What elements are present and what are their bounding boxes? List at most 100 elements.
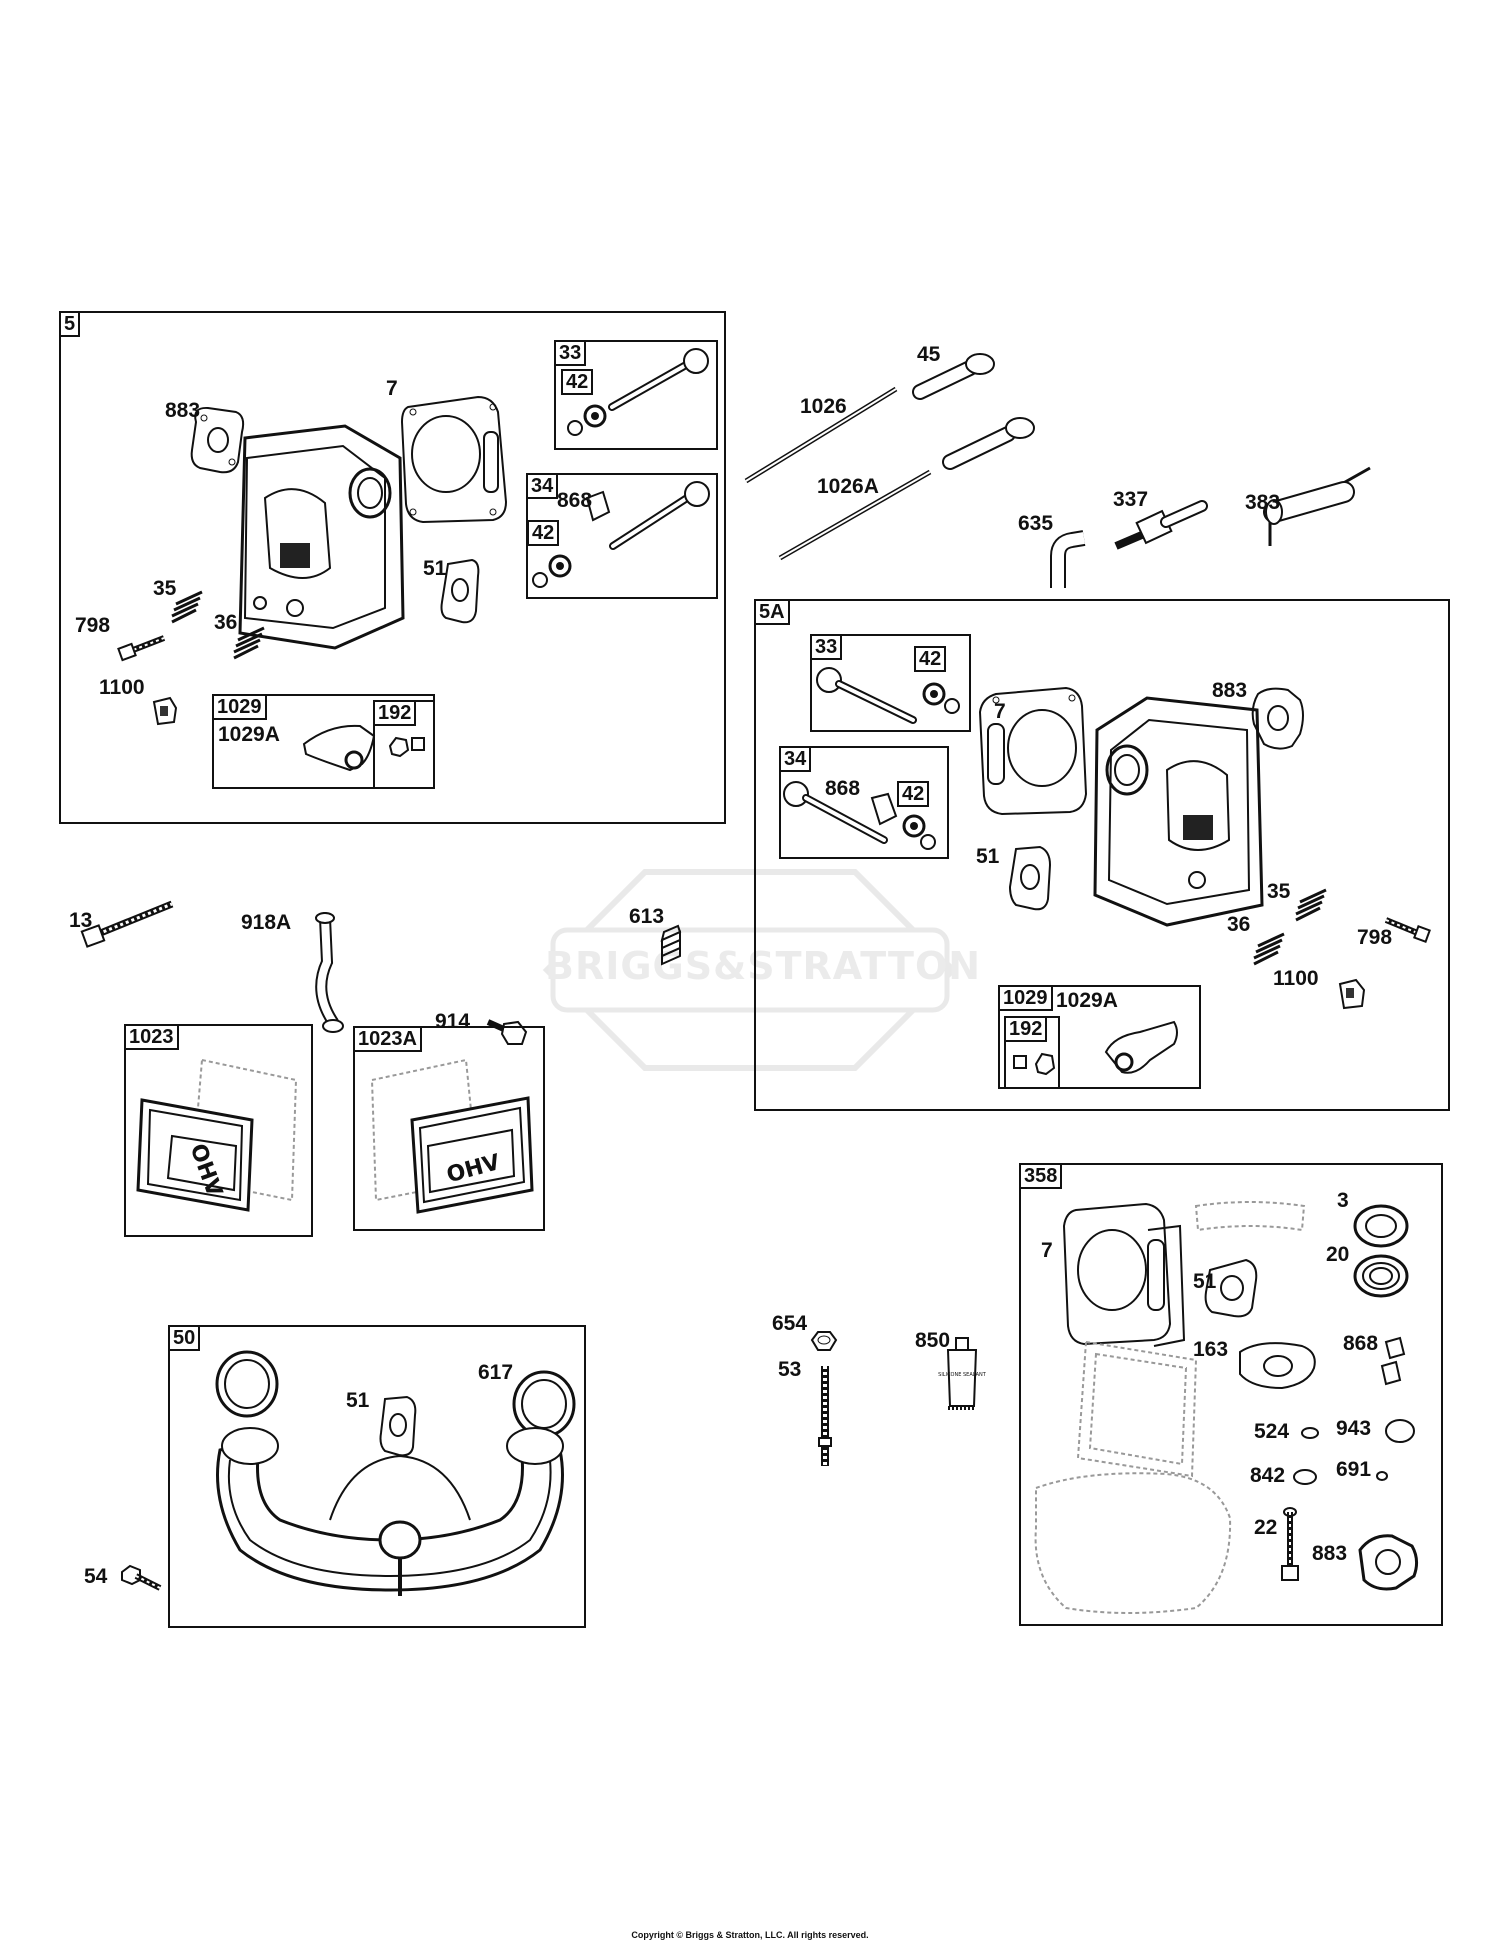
callout-7: 7 <box>994 700 1006 723</box>
group-42-box: 42 <box>561 369 595 398</box>
cylinder-head-icon <box>1087 690 1277 935</box>
valve-cover-icon: OHV <box>362 1050 538 1226</box>
bolt-icon <box>118 630 168 660</box>
head-gasket-icon <box>398 392 513 527</box>
group-50-box: 50 <box>168 1325 586 1628</box>
valve-cover-icon: OHV <box>132 1050 308 1226</box>
callout-883: 883 <box>165 399 201 422</box>
valve-icon <box>605 478 713 556</box>
callout-163: 163 <box>1193 1338 1229 1361</box>
intake-manifold-icon <box>200 1420 580 1610</box>
intake-gasket-icon <box>438 556 483 628</box>
o-ring-small-icon <box>1298 1424 1322 1442</box>
oil-seal-icon <box>1352 1202 1410 1250</box>
spark-plug-icon <box>1110 494 1212 554</box>
group-42-box: 42 <box>914 646 948 675</box>
callout-383: 383 <box>1245 491 1281 514</box>
callout-883: 883 <box>1212 679 1248 702</box>
group-tag: 34 <box>779 746 812 772</box>
callout-53: 53 <box>778 1358 802 1381</box>
callout-798: 798 <box>75 614 111 637</box>
callout-36: 36 <box>214 611 238 634</box>
exhaust-gasket-icon <box>1352 1530 1424 1594</box>
callout-654: 654 <box>772 1312 808 1335</box>
group-5-box: 5 <box>59 311 726 824</box>
group-tag: 192 <box>1004 1016 1048 1042</box>
valve-spring-icon <box>168 588 206 626</box>
group-tag: 42 <box>897 781 930 807</box>
o-ring-small-icon <box>1290 1466 1320 1488</box>
group-tag: 50 <box>168 1325 201 1351</box>
group-tag: 42 <box>914 646 947 672</box>
valve-guide-icon <box>583 490 613 526</box>
nut-and-screw-icon <box>384 732 428 762</box>
callout-7: 7 <box>386 377 398 400</box>
group-tag: 42 <box>527 520 560 546</box>
push-rod-guide-icon <box>936 416 1036 472</box>
push-rod-icon <box>776 468 936 562</box>
callout-868: 868 <box>1343 1332 1379 1355</box>
callout-1026A: 1026A <box>817 475 879 498</box>
callout-691: 691 <box>1336 1458 1372 1481</box>
callout-1100: 1100 <box>99 676 145 699</box>
exhaust-gasket-icon <box>188 402 248 477</box>
head-gasket-icon <box>976 684 1091 819</box>
callout-943: 943 <box>1336 1417 1372 1440</box>
breather-tube-icon <box>305 912 353 1036</box>
group-5A-box: 5A <box>754 599 1450 1111</box>
group-34-box: 34 <box>779 746 949 859</box>
callout-868: 868 <box>557 489 593 512</box>
exhaust-gasket-icon <box>1248 684 1308 754</box>
callout-883: 883 <box>1312 1542 1348 1565</box>
group-192-box: 192 <box>1004 1016 1060 1089</box>
rocker-cover-gasket-icon <box>1190 1196 1310 1236</box>
callout-850: 850 <box>915 1329 951 1352</box>
valve-guide-pair-icon <box>1378 1334 1408 1388</box>
callout-51: 51 <box>976 845 1000 868</box>
o-ring-small-icon <box>1372 1468 1392 1484</box>
oil-seal-icon <box>1352 1252 1410 1300</box>
callout-51: 51 <box>346 1389 370 1412</box>
push-rod-guide-icon <box>906 354 996 402</box>
breather-tube-elbow-icon <box>1040 532 1090 592</box>
callout-36: 36 <box>1227 913 1251 936</box>
intake-gasket-icon <box>1006 843 1056 913</box>
rocker-arm-icon <box>1100 1016 1184 1080</box>
bolt-icon <box>118 1562 164 1594</box>
rocker-arm-icon <box>300 716 380 776</box>
group-tag: 1023 <box>124 1024 179 1050</box>
head-gasket-icon <box>1062 1200 1186 1348</box>
callout-51: 51 <box>1193 1270 1217 1293</box>
o-ring-icon <box>1382 1416 1418 1446</box>
intake-gasket-icon <box>1200 1256 1264 1322</box>
valve-icon <box>604 347 712 417</box>
brand-watermark-text: BRIGGS&STRATTON <box>545 944 982 988</box>
group-358-box: 358 <box>1019 1163 1443 1626</box>
group-tag: 1023A <box>353 1026 422 1052</box>
group-tag: 33 <box>810 634 843 660</box>
group-tag: 1029 <box>212 694 267 720</box>
valve-icon <box>780 778 892 848</box>
callout-1029A: 1029A <box>1056 989 1118 1012</box>
sealant-label: SILICONE SEALANT <box>938 1372 987 1378</box>
nut-icon <box>808 1328 838 1356</box>
intake-gasket-icon <box>377 1393 419 1459</box>
valve-keeper-icon <box>528 552 573 592</box>
rocker-stud-nut-icon <box>1334 978 1368 1010</box>
rocker-stud-nut-icon <box>150 694 180 726</box>
callout-842: 842 <box>1250 1464 1286 1487</box>
group-tag: 358 <box>1019 1163 1063 1189</box>
group-1023-box: 1023 <box>124 1024 313 1237</box>
callout-45: 45 <box>917 343 941 366</box>
crankcase-gasket-icon <box>1026 1468 1236 1618</box>
nut-and-screw-icon <box>1010 1046 1058 1082</box>
group-1029-box: 1029 <box>998 985 1201 1089</box>
valve-icon <box>813 664 919 728</box>
sealant-tube-icon: SILICONE SEALANT <box>938 1336 987 1416</box>
callout-337: 337 <box>1113 488 1149 511</box>
callout-3: 3 <box>1337 1189 1349 1212</box>
callout-35: 35 <box>153 577 177 600</box>
group-33-box: 33 <box>810 634 971 732</box>
callout-635: 635 <box>1018 512 1054 535</box>
group-tag: 34 <box>526 473 559 499</box>
